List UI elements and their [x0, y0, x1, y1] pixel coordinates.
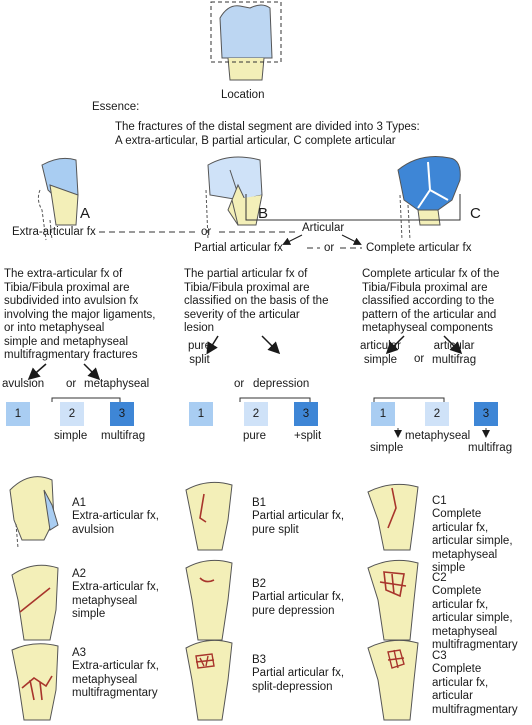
column-c-description: Complete articular fx of the Tibia/Fibul…: [362, 268, 500, 334]
column-arrows: [27, 335, 463, 381]
type-a-bone-illustration: [37, 157, 79, 241]
column-a-box-1: 1: [6, 402, 30, 426]
intro-line-1: The fractures of the distal segment are …: [115, 121, 420, 133]
essence-label: Essence:: [92, 101, 140, 113]
group-b1-bone: [185, 481, 233, 551]
column-c-option-articular-simple: articular simple: [360, 340, 401, 366]
group-b2-text: Partial articular fx, pure depression: [252, 591, 345, 617]
group-c3-text: Complete articular fx, articular multifr…: [432, 663, 518, 716]
column-a-or: or: [66, 378, 77, 390]
column-c-box-2: 2: [425, 402, 449, 426]
group-b2-bone: [185, 559, 233, 641]
group-a2-bone: [11, 564, 59, 641]
column-b-box-1: 1: [189, 402, 213, 426]
column-a-box-3: 3: [110, 402, 134, 426]
type-a-letter: A: [80, 205, 91, 222]
group-c3-code: C3: [432, 650, 447, 662]
group-a1-text: Extra-articular fx, avulsion: [72, 510, 159, 536]
group-c1-bone: [367, 483, 419, 551]
column-a-option-avulsion: avulsion: [2, 378, 45, 390]
group-a3-bone: [11, 643, 59, 721]
column-a-option-metaphyseal: metaphyseal: [84, 378, 150, 390]
group-b3-code: B3: [252, 654, 267, 666]
group-b3-bone: [185, 639, 233, 721]
column-a-description: The extra-articular fx of Tibia/Fibula p…: [4, 268, 156, 361]
group-a2-code: A2: [72, 568, 87, 580]
group-c2-bone: [367, 559, 419, 641]
intro-line-2: A extra-articular, B partial articular, …: [115, 135, 396, 147]
column-b-option-pure-split: pure split: [188, 340, 212, 366]
column-b-sub-pure: pure: [243, 430, 267, 442]
column-b-option-depression: depression: [253, 378, 310, 390]
column-c-box-3: 3: [474, 402, 498, 426]
column-a-sub-simple: simple: [54, 430, 88, 442]
group-a2-text: Extra-articular fx, metaphyseal simple: [72, 581, 159, 620]
group-b3-text: Partial articular fx, split-depression: [252, 667, 345, 693]
group-brackets: [51, 397, 490, 438]
group-c1-code: C1: [432, 495, 447, 507]
group-b2-code: B2: [252, 578, 267, 590]
location-bone-illustration: [210, 1, 282, 81]
or-label-2: or: [324, 242, 335, 254]
group-c3-bone: [367, 639, 419, 721]
column-b-box-2: 2: [244, 402, 268, 426]
type-b-bone-illustration: [205, 156, 263, 241]
column-b-box-3: 3: [294, 402, 318, 426]
type-c-bone-illustration: [397, 156, 461, 241]
column-c-option-articular-multifrag: articular multifrag: [432, 340, 477, 366]
group-c2-code: C2: [432, 572, 447, 584]
column-b-description: The partial articular fx of Tibia/Fibula…: [184, 268, 329, 334]
column-c-sub-simple: simple: [370, 442, 404, 454]
group-a1-bone: [9, 476, 59, 549]
column-c-sub-multifrag: multifrag: [468, 442, 513, 454]
type-c-letter: C: [470, 205, 481, 222]
group-a1-code: A1: [72, 497, 87, 509]
group-a3-text: Extra-articular fx, metaphyseal multifra…: [72, 660, 159, 699]
column-c-metaphyseal: metaphyseal: [405, 430, 471, 442]
flow-connectors: [99, 194, 461, 249]
complete-articular-label: Complete articular fx: [366, 242, 472, 254]
column-a-box-2: 2: [60, 402, 84, 426]
group-b1-code: B1: [252, 497, 267, 509]
group-a3-code: A3: [72, 647, 87, 659]
column-b-or: or: [234, 378, 245, 390]
column-b-sub-split: +split: [294, 430, 322, 442]
column-c-box-1: 1: [371, 402, 395, 426]
or-label-1: or: [201, 226, 212, 238]
group-c1-text: Complete articular fx, articular simple,…: [432, 508, 513, 574]
location-label: Location: [221, 89, 265, 101]
column-a-sub-multifrag: multifrag: [101, 430, 146, 442]
articular-label: Articular: [302, 222, 345, 234]
group-c2-text: Complete articular fx, articular simple,…: [432, 585, 518, 651]
partial-articular-label: Partial articular fx: [194, 242, 283, 254]
extra-articular-label: Extra-articular fx: [12, 226, 96, 238]
type-b-letter: B: [258, 205, 269, 222]
group-b1-text: Partial articular fx, pure split: [252, 510, 345, 536]
column-c-or: or: [414, 353, 425, 365]
